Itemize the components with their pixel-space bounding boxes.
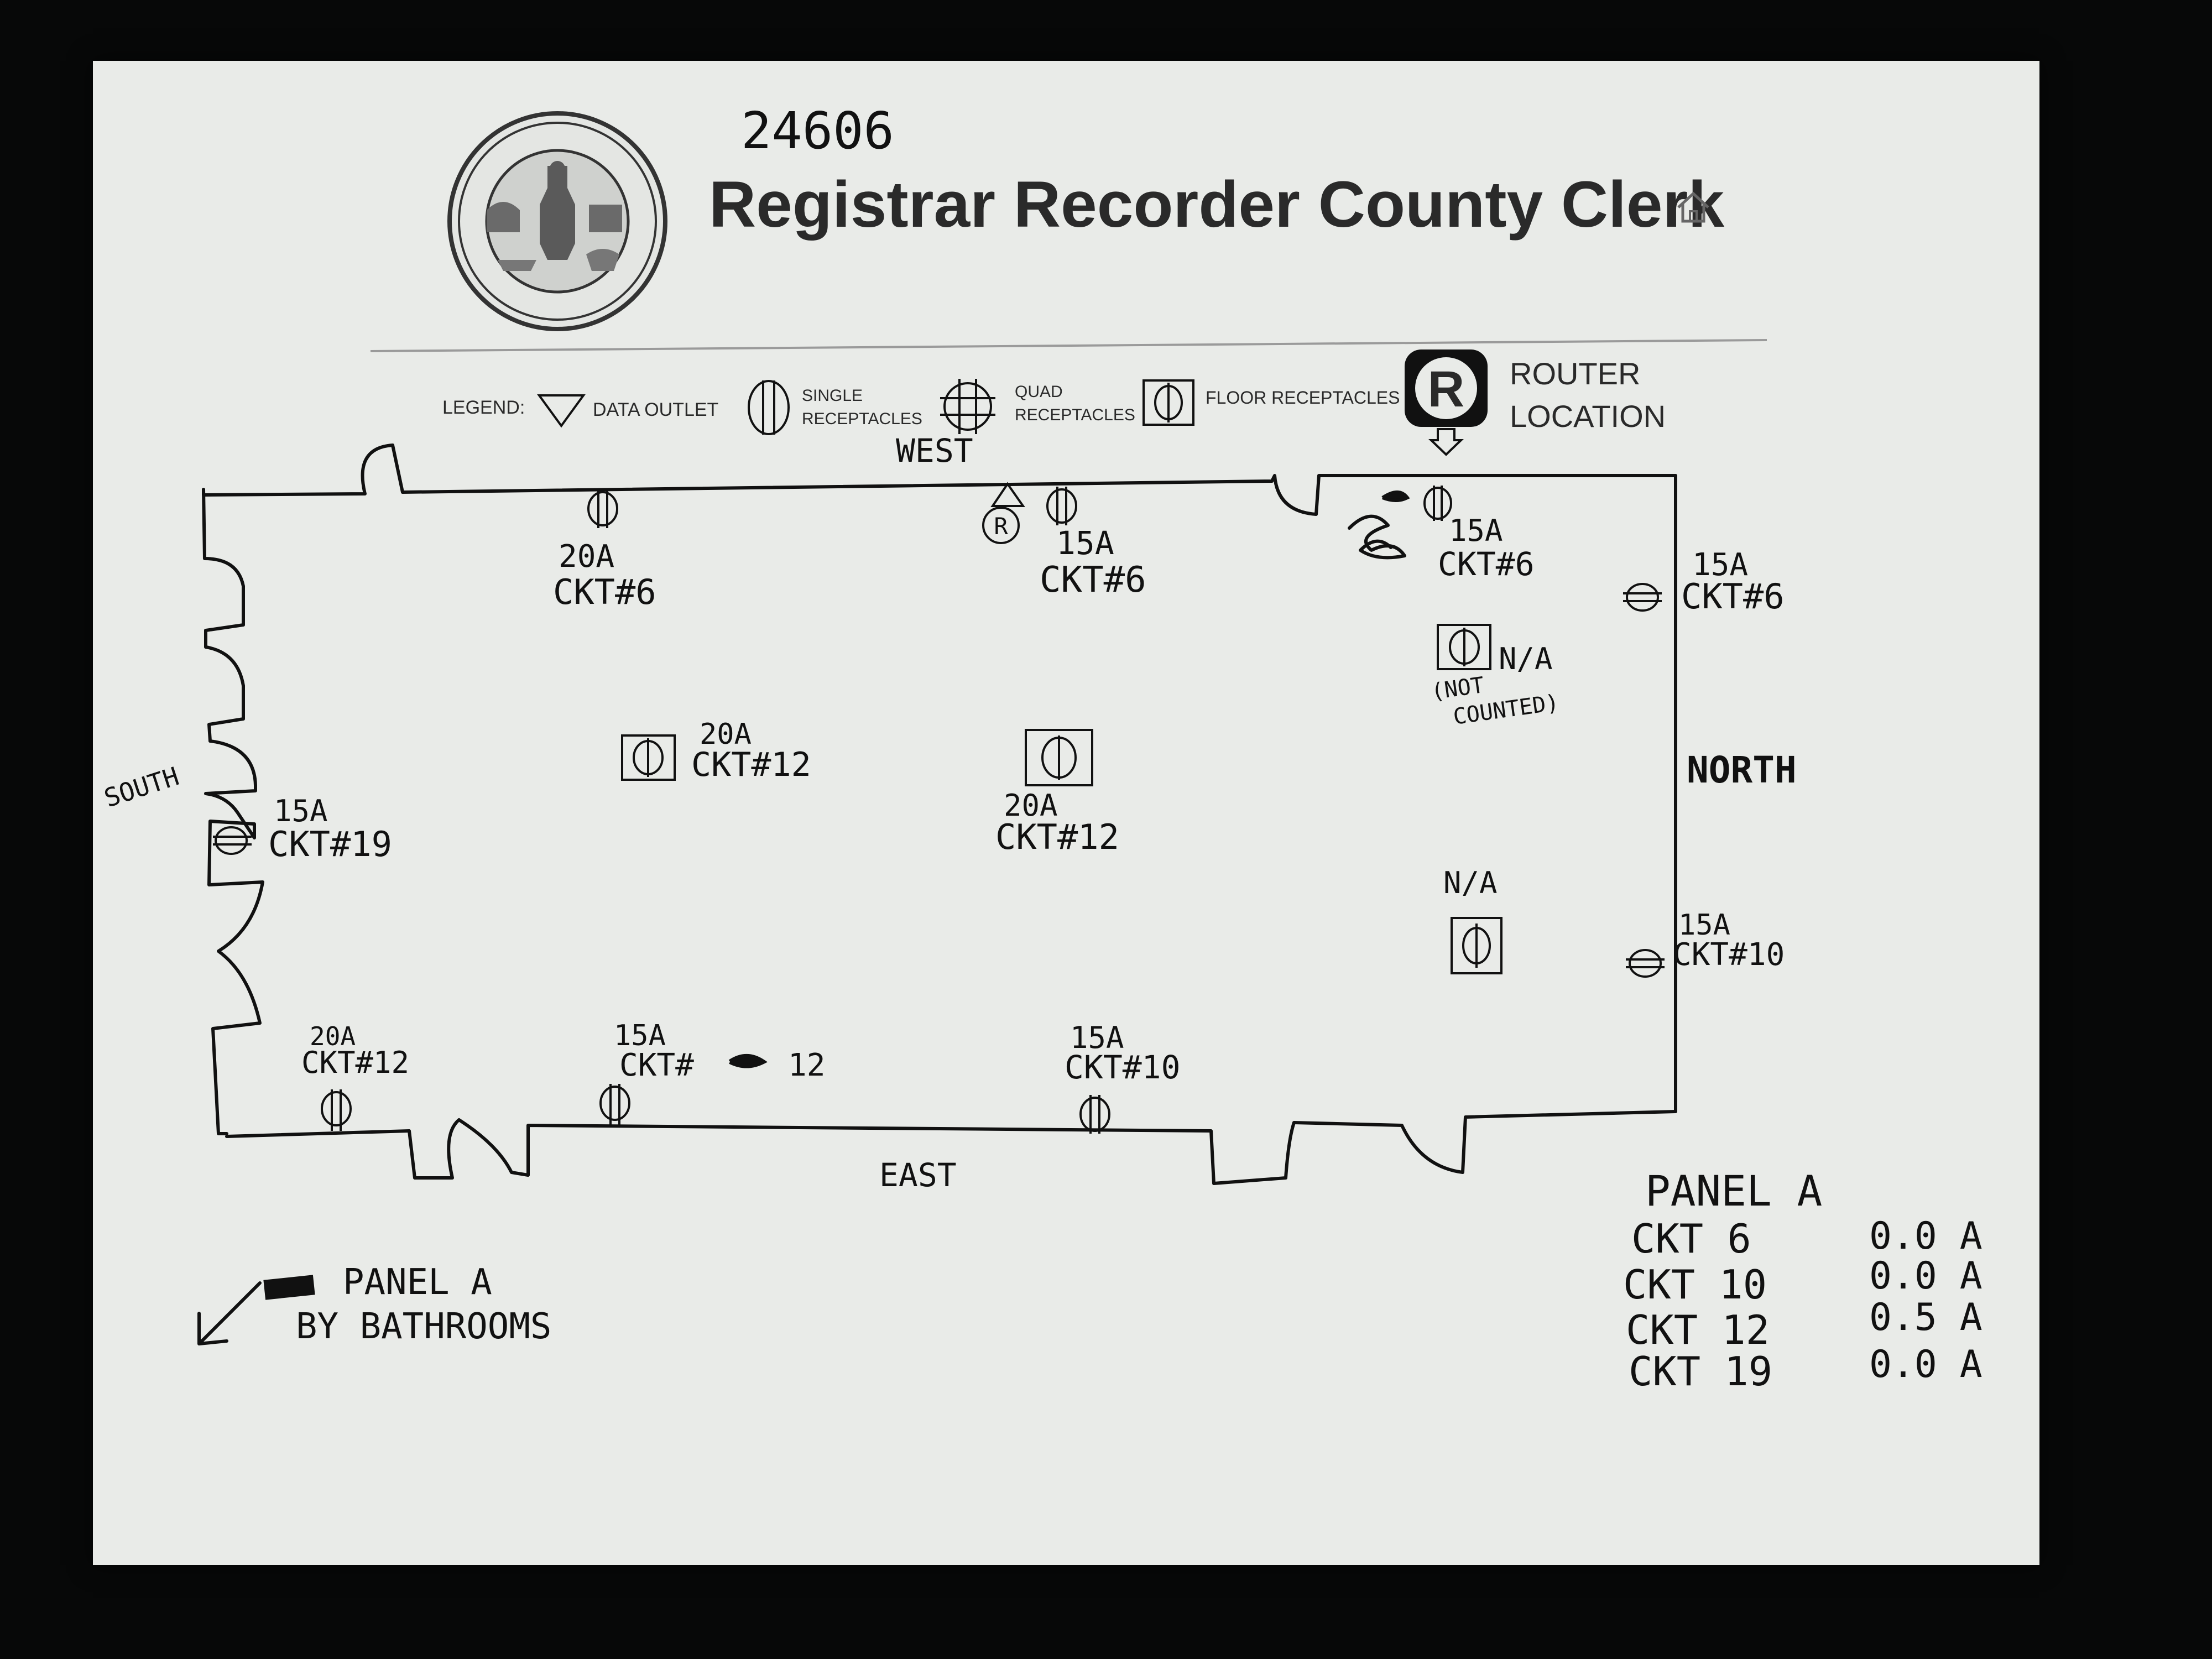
panel-row-circuit: CKT 6 (1631, 1215, 1751, 1262)
receptacle-label: 15A CKT#10 (1065, 1020, 1181, 1086)
na-label: N/A (1499, 641, 1553, 676)
legend-data-outlet: DATA OUTLET (593, 399, 718, 420)
legend-quad-2: RECEPTACLES (1015, 406, 1135, 424)
floor-receptacle-icon (1025, 729, 1093, 786)
panel-row-circuit: CKT 10 (1623, 1261, 1767, 1308)
receptacle-label: 15A CKT#10 (1673, 909, 1785, 973)
router-location-icon: R (1405, 349, 1488, 456)
na-label: N/A (1443, 865, 1498, 900)
panel-row-amps: 0.0 A (1869, 1254, 1983, 1298)
panel-row-amps: 0.0 A (1869, 1214, 1983, 1258)
router-icon-glyph: R (1428, 361, 1464, 418)
circuit-number: CKT#10 (1673, 937, 1785, 973)
router-mark-glyph: R (994, 513, 1008, 540)
single-receptacle-icon (1046, 487, 1077, 525)
amp-rating: 15A (274, 794, 328, 828)
county-seal-logo (447, 111, 667, 331)
amp-rating: 20A (1004, 788, 1058, 823)
legend-router-2: LOCATION (1510, 399, 1666, 434)
single-receptacle-icon (213, 826, 252, 855)
panel-row-amps: 0.5 A (1869, 1296, 1983, 1339)
circuit-number: CKT#10 (1065, 1048, 1181, 1086)
panel-readings-table: PANEL A CKT 6 0.0 A CKT 10 0.0 A CKT 12 … (1623, 1166, 1983, 1395)
floor-receptacle-icon (1451, 917, 1503, 974)
data-outlet-icon (990, 482, 1025, 507)
receptacle-label: 15A CKT# 12 (614, 1019, 825, 1083)
floor-receptacle-icon (1437, 624, 1491, 670)
circuit-number: CKT#6 (1438, 545, 1535, 583)
circuit-number-suffix: 12 (788, 1047, 825, 1083)
legend-single-1: SINGLE (802, 387, 863, 405)
single-receptacle-icon (1423, 486, 1452, 521)
amp-rating: 15A (1692, 547, 1748, 583)
receptacle-label: 20A CKT#12 (301, 1021, 409, 1080)
circuit-number: CKT#12 (301, 1045, 409, 1080)
legend-router-1: ROUTER (1510, 356, 1640, 391)
document-number: 24606 (741, 101, 894, 160)
scribble-mark (728, 491, 1410, 1068)
wall-label-north: NORTH (1687, 749, 1797, 791)
circuit-number: CKT#6 (553, 572, 656, 612)
legend-single-2: RECEPTACLES (802, 410, 922, 428)
circuit-number: CKT#19 (268, 824, 392, 864)
header-divider (370, 339, 1767, 352)
amp-rating: 20A (310, 1021, 356, 1051)
router-location-icon: R (982, 507, 1020, 544)
wall-label-west: WEST (896, 432, 973, 469)
receptacle-label: 15A CKT#6 (1040, 524, 1146, 601)
panel-row-circuit: CKT 12 (1626, 1307, 1770, 1353)
receptacle-label: 20A CKT#12 (995, 788, 1119, 857)
paper-sheet (93, 61, 2039, 1565)
receptacle-label: 15A CKT#6 (1438, 513, 1535, 583)
panel-location-note: PANEL A BY BATHROOMS (197, 1262, 551, 1347)
panel-row-amps: 0.0 A (1869, 1343, 1983, 1386)
home-icon (1677, 191, 1709, 223)
room-walls (202, 444, 1677, 1185)
panel-row-circuit: CKT 19 (1629, 1348, 1772, 1395)
circuit-number: CKT# (619, 1047, 694, 1083)
single-receptacle-icon (599, 1084, 630, 1125)
amp-rating: 20A (700, 718, 752, 751)
data-outlet-icon (537, 394, 586, 428)
panel-table-title: PANEL A (1645, 1166, 1822, 1215)
circuit-number: CKT#12 (995, 817, 1119, 857)
floor-receptacle-icon (1142, 379, 1194, 426)
single-receptacle-icon (748, 380, 790, 435)
amp-rating: 15A (614, 1019, 666, 1052)
single-receptacle-icon (1626, 949, 1665, 978)
floor-receptacle-icon (621, 734, 676, 781)
wall-label-east: EAST (879, 1156, 957, 1194)
wall-label-south: SOUTH (101, 761, 182, 813)
panel-note-line2: BY BATHROOMS (296, 1306, 551, 1347)
amp-rating: 15A (1070, 1020, 1124, 1055)
circuit-number: CKT#6 (1040, 560, 1146, 601)
quad-receptacle-icon (940, 379, 995, 434)
single-receptacle-icon (587, 489, 618, 528)
single-receptacle-icon (1079, 1095, 1110, 1134)
circuit-number: CKT#12 (691, 745, 811, 784)
single-receptacle-icon (1623, 583, 1662, 612)
legend-label: LEGEND: (442, 397, 525, 418)
receptacle-label: 15A CKT#6 (1681, 547, 1785, 617)
legend-floor: FLOOR RECEPTACLES (1206, 388, 1400, 408)
panel-note-line1: PANEL A (343, 1262, 492, 1303)
circuit-number: CKT#6 (1681, 576, 1785, 617)
amp-rating: 15A (1678, 909, 1730, 942)
page-title: Registrar Recorder County Clerk (709, 168, 1724, 241)
not-counted-note: (NOT (1430, 672, 1486, 705)
legend: LEGEND: DATA OUTLET SINGLE RECEPTACLES Q… (442, 349, 1666, 456)
amp-rating: 15A (1449, 513, 1503, 548)
receptacle-label: 20A CKT#6 (553, 539, 656, 612)
amp-rating: 15A (1056, 524, 1114, 562)
single-receptacle-icon (321, 1089, 352, 1131)
receptacle-label: 15A CKT#19 (268, 794, 392, 864)
receptacle-label: 20A CKT#12 (691, 718, 811, 784)
amp-rating: 20A (559, 539, 614, 575)
legend-quad-1: QUAD (1015, 383, 1063, 401)
